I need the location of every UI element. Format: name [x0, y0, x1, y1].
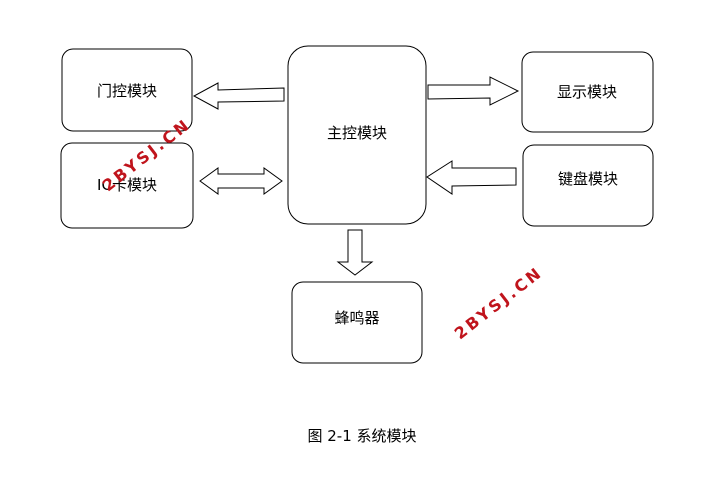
door-module-box — [61, 48, 193, 132]
door-module-label: 门控模块 — [97, 82, 157, 100]
display-module-label: 显示模块 — [557, 83, 617, 101]
main-control-module-box — [287, 45, 427, 225]
main-control-module-label: 主控模块 — [327, 124, 387, 142]
arrow-main-to-door — [192, 82, 285, 110]
arrow-main-to-display — [427, 76, 520, 106]
buzzer-module-box — [291, 281, 423, 364]
arrow-main-to-buzzer — [336, 229, 374, 276]
arrow-keyboard-to-main — [426, 160, 517, 195]
ic-card-module-label: IC卡模块 — [97, 176, 157, 194]
buzzer-module-label: 蜂鸣器 — [334, 309, 379, 327]
ic-card-module-box — [60, 142, 194, 229]
arrow-ic-main-bidirectional — [199, 167, 283, 195]
figure-caption: 图 2-1 系统模块 — [307, 427, 416, 445]
keyboard-module-box — [522, 144, 654, 227]
keyboard-module-label: 键盘模块 — [558, 170, 618, 188]
watermark-center-right: 2BYSJ.CN — [451, 262, 547, 343]
display-module-box — [521, 51, 654, 133]
